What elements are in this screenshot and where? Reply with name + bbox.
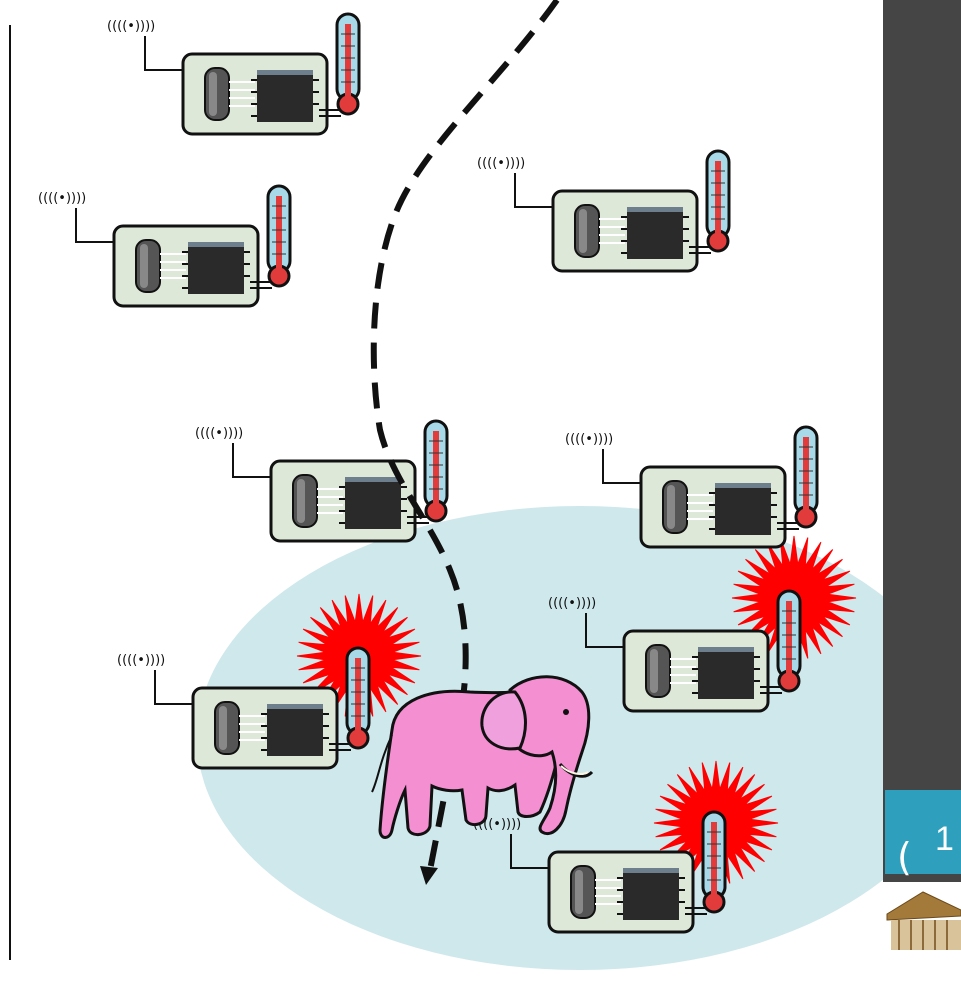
sensor-network-diagram: ((((•)))) ((((•)))) ((((•)))) ((((•)))) … <box>38 0 883 970</box>
sensor-node-alarm: ((((•)))) <box>117 646 371 770</box>
left-divider <box>9 25 11 960</box>
sensor-node: ((((•)))) <box>565 425 819 549</box>
radio-antenna-icon: ((((•)))) <box>38 191 86 206</box>
slide-number: 1 <box>935 820 954 858</box>
sensor-node: ((((•)))) <box>477 149 731 273</box>
elephant-icon <box>371 675 594 839</box>
radio-antenna-icon: ((((•)))) <box>565 432 613 447</box>
radio-antenna-icon: ((((•)))) <box>117 653 165 668</box>
university-logo <box>883 882 961 987</box>
sensor-node: ((((•)))) <box>195 419 449 543</box>
sensor-node: ((((•)))) <box>107 12 361 136</box>
sensor-node-alarm: ((((•)))) <box>548 589 802 713</box>
radio-antenna-icon: ((((•)))) <box>195 426 243 441</box>
slide-number-badge <box>885 790 961 874</box>
sensor-node: ((((•)))) <box>38 184 292 308</box>
trajectory-arrowhead <box>420 866 438 885</box>
radio-antenna-icon: ((((•)))) <box>548 596 596 611</box>
radio-antenna-icon: ((((•)))) <box>107 19 155 34</box>
slide-number-bracket: ( <box>897 835 912 879</box>
radio-antenna-icon: ((((•)))) <box>477 156 525 171</box>
building-logo-icon <box>886 891 961 950</box>
